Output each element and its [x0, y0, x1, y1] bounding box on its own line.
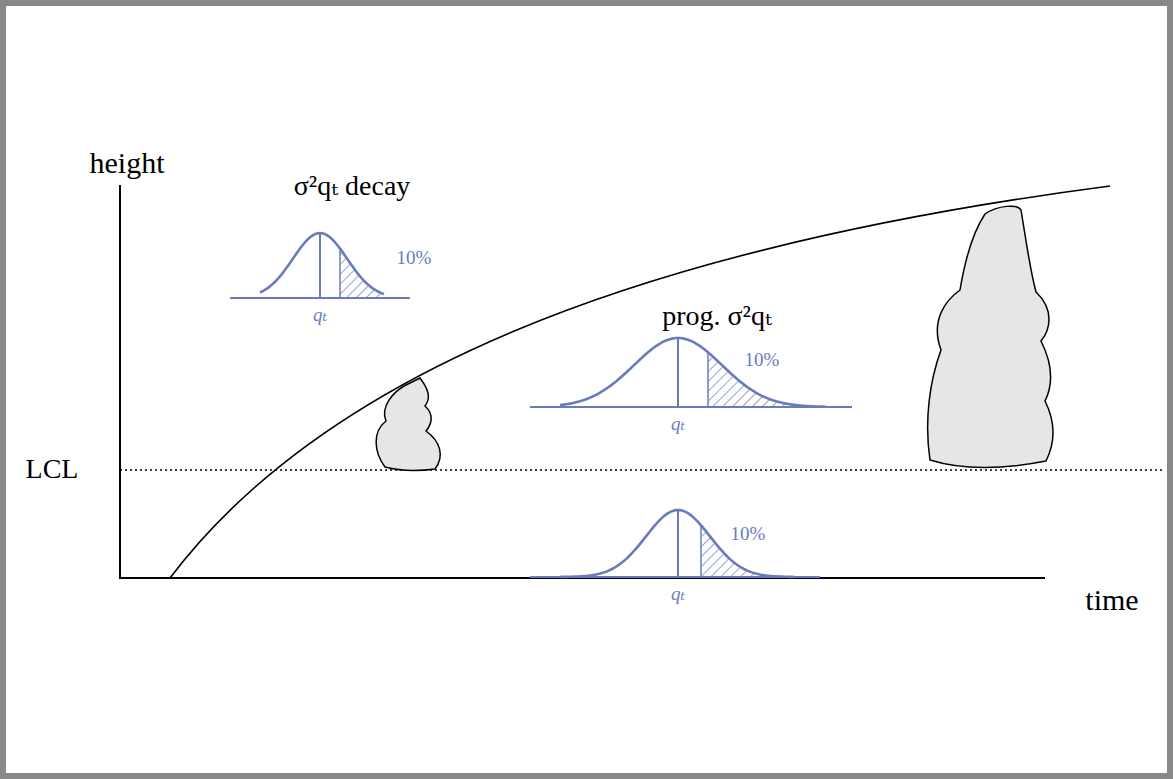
- lcl-label: LCL: [26, 455, 79, 483]
- decay-label: σ²qₜ decay: [294, 172, 411, 200]
- percent-label: 10%: [397, 248, 432, 267]
- tail-edge: [339, 249, 341, 298]
- axis-label: time: [1085, 585, 1138, 615]
- frame: [3, 3, 1170, 776]
- mean-line: [319, 233, 321, 298]
- pdf-curve: [530, 338, 852, 407]
- prognostic-label: prog. σ²qₜ: [662, 302, 772, 330]
- mean-label: qₜ: [671, 584, 685, 603]
- tail-edge: [700, 525, 702, 577]
- pdf-shape: [260, 233, 384, 294]
- mean-line: [677, 510, 679, 577]
- axis-label: height: [90, 148, 165, 178]
- pdf-shape: [560, 510, 794, 577]
- mean-label: qₜ: [671, 414, 685, 433]
- pdf-curve: [530, 510, 820, 577]
- mean-label: qₜ: [313, 305, 327, 324]
- tail-edge: [707, 352, 709, 407]
- percent-label: 10%: [731, 524, 766, 543]
- mean-line: [677, 338, 679, 407]
- large-cloud: [928, 206, 1053, 467]
- boundary-layer-curve: [170, 186, 1110, 578]
- pdf-shape: [560, 338, 826, 407]
- pdf-curve: [230, 233, 410, 298]
- y-axis: [119, 185, 121, 579]
- small-cloud: [376, 378, 440, 470]
- percent-label: 10%: [745, 350, 780, 369]
